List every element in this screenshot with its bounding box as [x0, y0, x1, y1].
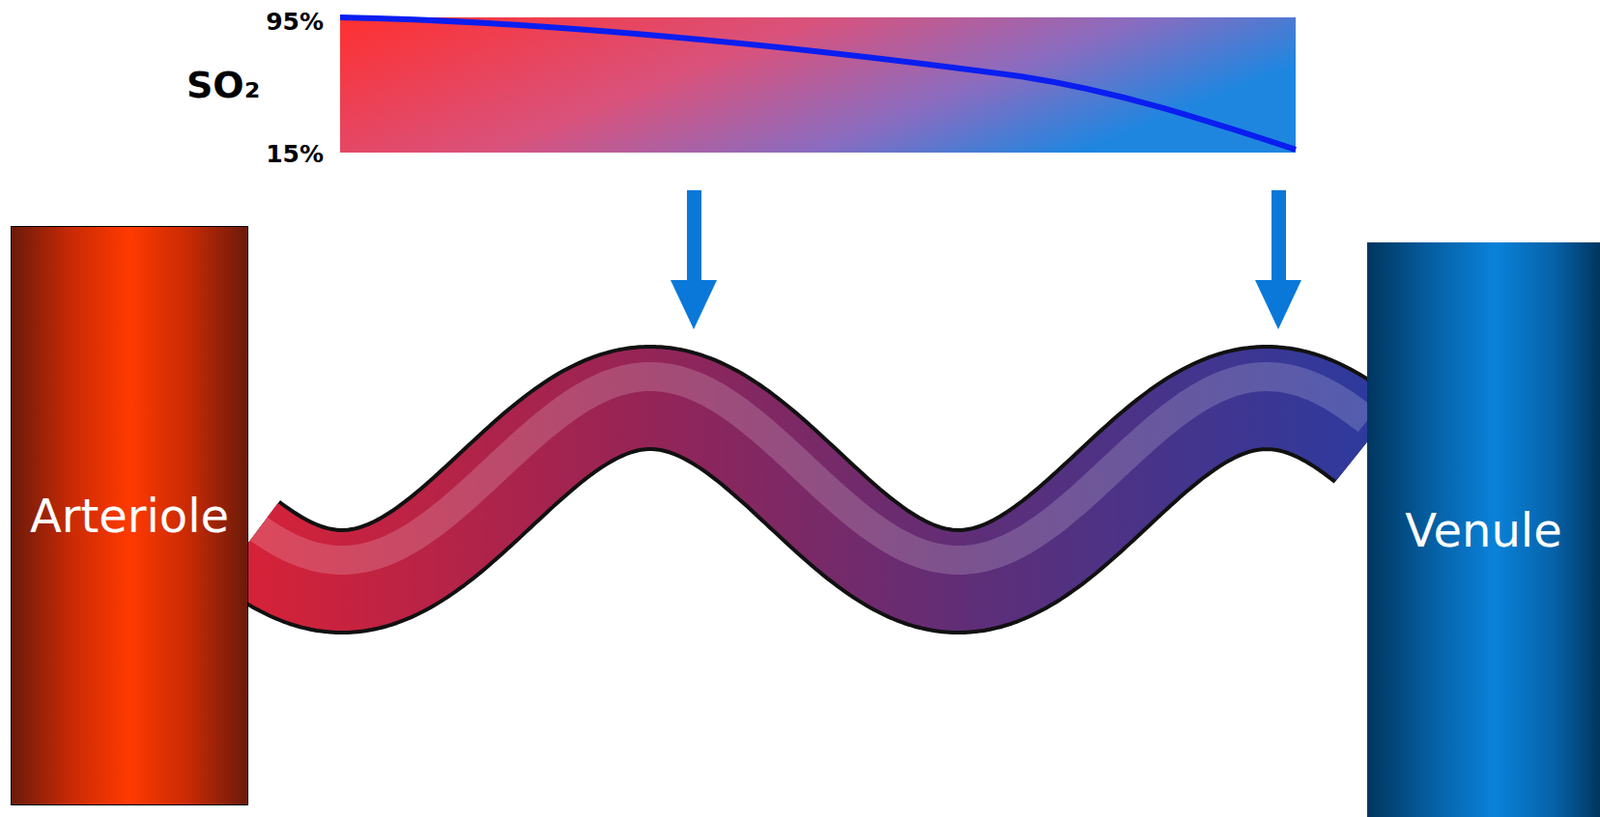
vessel-label: Venule — [1404, 503, 1562, 558]
arteriole-box: Arteriole — [10, 226, 249, 806]
pointer-arrow — [1255, 190, 1302, 330]
venule-box: Venule — [1367, 242, 1600, 817]
saturation-curve — [340, 17, 1296, 150]
pointer-arrow — [670, 190, 717, 330]
axis-title: SO₂ — [186, 63, 260, 107]
tube-highlight — [248, 376, 1368, 561]
saturation-bar — [340, 17, 1296, 153]
scale-min: 15% — [265, 140, 324, 169]
capillary-tube — [248, 376, 1368, 582]
vessel-label: Arteriole — [29, 488, 229, 543]
scale-max: 95% — [265, 7, 324, 36]
